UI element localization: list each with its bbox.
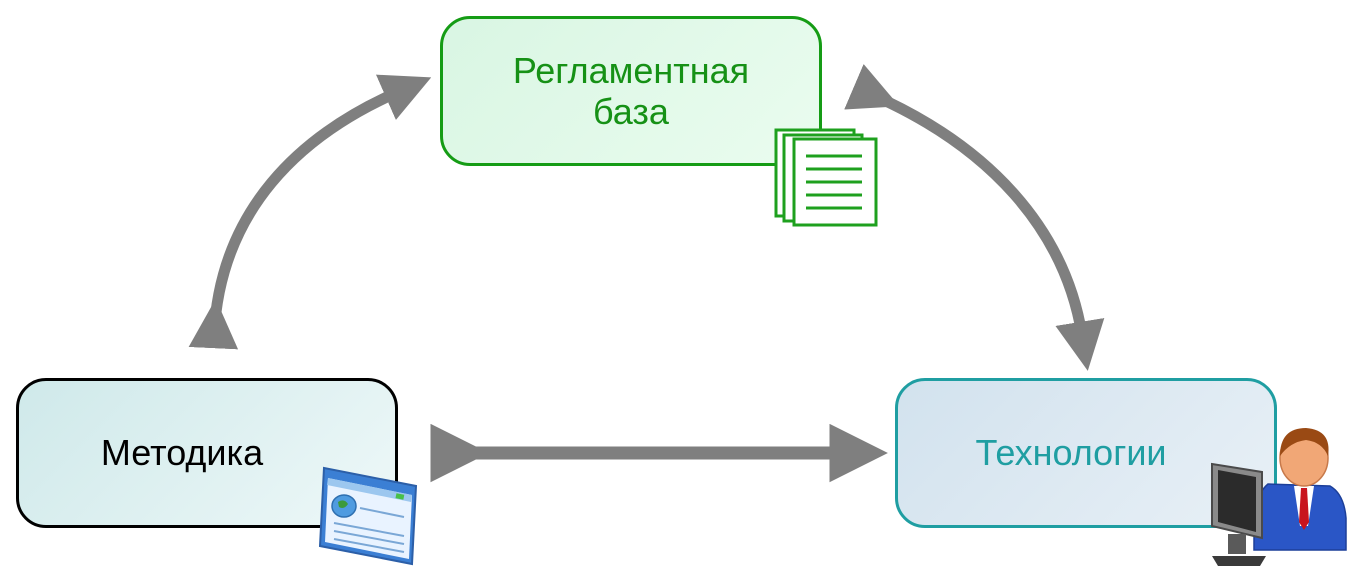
node-methodology-label: Методика (100, 432, 264, 474)
person-at-computer-icon (1211, 428, 1347, 566)
arrow-methodology-regulations (188, 74, 432, 350)
arrow-regulations-technologies (844, 64, 1105, 371)
browser-window-icon (318, 466, 418, 566)
node-regulatory-base: Регламентная база (440, 16, 822, 166)
node-regulatory-base-label: Регламентная база (512, 49, 750, 132)
node-technologies-label: Технологии (975, 432, 1167, 474)
documents-icon (774, 128, 878, 227)
